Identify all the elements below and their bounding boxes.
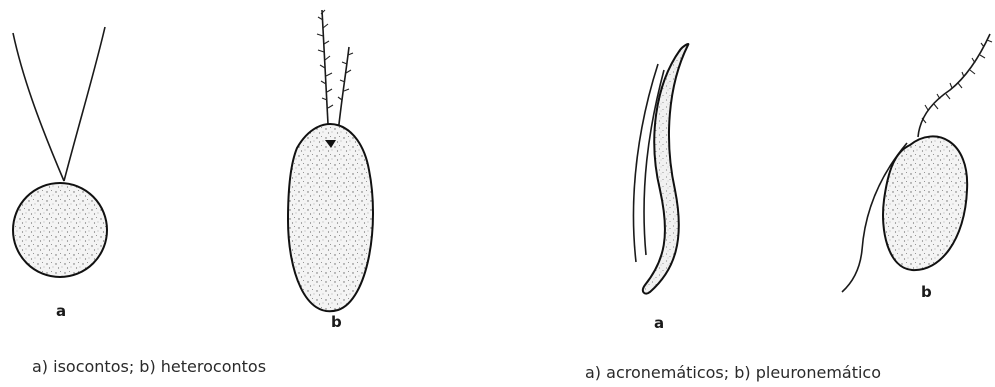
heterokont-cell-drawing: [288, 10, 373, 311]
left-label-a: a: [56, 302, 66, 320]
right-caption: a) acronemáticos; b) pleuronemático: [585, 363, 881, 382]
left-label-b: b: [331, 313, 342, 331]
right-label-b: b: [921, 283, 932, 301]
isokont-cell-drawing: [13, 27, 107, 277]
acronematic-cell-drawing: [633, 44, 688, 294]
left-caption: a) isocontos; b) heterocontos: [32, 357, 266, 376]
pleuronematic-cell-drawing: [842, 34, 992, 292]
right-label-a: a: [654, 314, 664, 332]
